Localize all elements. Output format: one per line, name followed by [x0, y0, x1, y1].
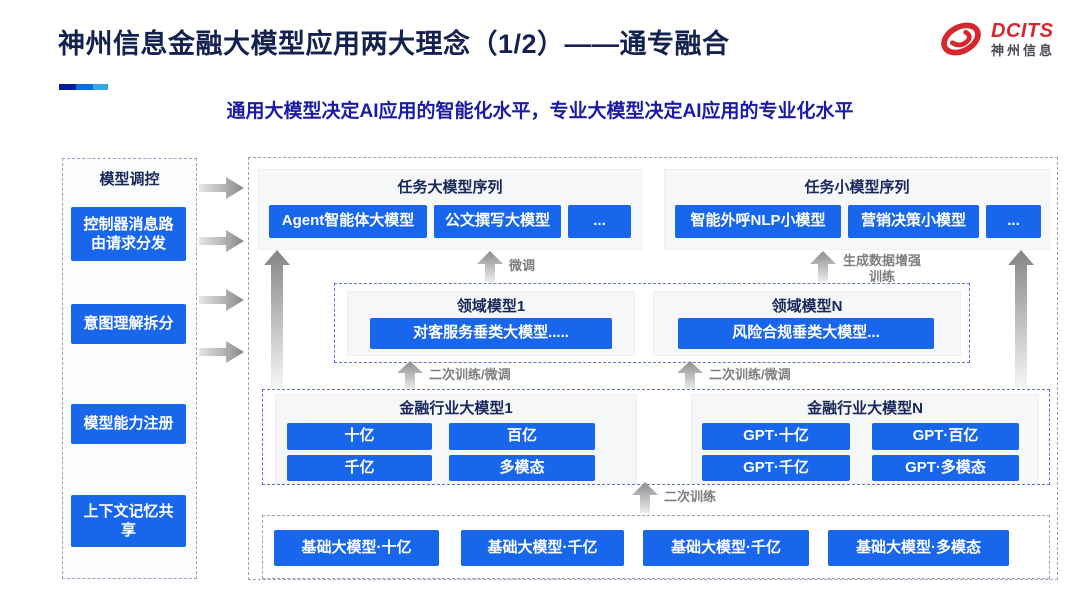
sidebar-item-register: 模型能力注册: [71, 404, 186, 444]
base-model-billion-box: 基础大模型·十亿: [274, 530, 439, 566]
agent-large-model-box: Agent智能体大模型: [269, 205, 427, 238]
title-accent-bar: [59, 84, 108, 90]
gen-data-arrow-up: [810, 251, 836, 282]
flow-arrow-right-2: [199, 230, 244, 252]
flow-arrow-right-1: [199, 177, 244, 199]
fine-tune-arrow-up: [477, 251, 503, 282]
slide-subtitle: 通用大模型决定AI应用的智能化水平，专业大模型决定AI应用的专业化水平: [226, 101, 854, 122]
sidebar-item-context: 上下文记忆共享: [71, 495, 186, 547]
task-large-model-panel: 任务大模型序列 Agent智能体大模型 公文撰写大模型 ...: [258, 169, 642, 250]
marketing-model-box: 营销决策小模型: [848, 205, 979, 238]
task-large-more-box: ...: [568, 205, 631, 238]
domain-model-1-title: 领域模型1: [456, 298, 526, 315]
model-control-panel: 模型调控 控制器消息路由请求分发 意图理解拆分 模型能力注册 上下文记忆共享: [62, 158, 197, 579]
sidebar-item-router: 控制器消息路由请求分发: [71, 207, 186, 261]
secondary-train-arrow: [632, 482, 658, 513]
task-small-model-panel: 任务小模型序列 智能外呼NLP小模型 营销决策小模型 ...: [664, 169, 1050, 250]
doc-writing-model-box: 公文撰写大模型: [434, 205, 561, 238]
logo-cn-text: 神州信息: [991, 42, 1056, 58]
flow-arrow-right-3: [199, 289, 244, 311]
base-models-frame: 基础大模型·十亿 基础大模型·千亿 基础大模型·千亿 基础大模型·多模态: [262, 515, 1050, 579]
flow-arrow-right-4: [199, 341, 244, 363]
gen-data-train-label: 生成数据增强训练: [842, 253, 921, 284]
industry-model-1-panel: 金融行业大模型1 十亿 百亿 千亿 多模态: [275, 394, 637, 484]
customer-service-model-box: 对客服务垂类大模型.....: [370, 318, 612, 349]
dcits-swirl-icon: [941, 22, 981, 56]
secondary-ft-label-right: 二次训练/微调: [709, 367, 791, 382]
secondary-train-label: 二次训练: [664, 489, 717, 504]
flow-arrow-up-long-left: [264, 250, 290, 388]
task-large-title: 任务大模型序列: [397, 179, 503, 196]
industryN-gpt-tens-billion-box: GPT·百亿: [872, 423, 1019, 450]
fine-tune-label: 微调: [509, 258, 536, 273]
industry-models-frame: 金融行业大模型1 十亿 百亿 千亿 多模态 金融行业大模型N GPT·十亿 GP…: [262, 389, 1050, 485]
industry-model-n-panel: 金融行业大模型N GPT·十亿 GPT·百亿 GPT·千亿 GPT·多模态: [691, 394, 1039, 484]
page-title: 神州信息金融大模型应用两大理念（1/2）——通专融合: [58, 29, 730, 59]
industry1-multimodal-box: 多模态: [449, 455, 595, 481]
flow-arrow-up-long-right: [1008, 250, 1034, 388]
industry-model-n-title: 金融行业大模型N: [807, 400, 923, 417]
industryN-gpt-multimodal-box: GPT·多模态: [872, 455, 1019, 481]
secondary-ft-label-left: 二次训练/微调: [429, 367, 511, 382]
industry-model-1-title: 金融行业大模型1: [399, 400, 513, 417]
diagram-frame: [248, 157, 1058, 580]
industry1-tens-billion-box: 百亿: [449, 423, 595, 450]
task-small-title: 任务小模型序列: [804, 179, 910, 196]
base-model-multimodal-box: 基础大模型·多模态: [828, 530, 1009, 566]
risk-compliance-model-box: 风险合规垂类大模型...: [678, 318, 934, 349]
industry1-billion-box: 十亿: [287, 423, 432, 450]
industryN-gpt-hundred-billion-box: GPT·千亿: [702, 455, 850, 481]
base-model-hundred-billion-box-2: 基础大模型·千亿: [643, 530, 809, 566]
nlp-callout-model-box: 智能外呼NLP小模型: [675, 205, 841, 238]
model-control-title: 模型调控: [99, 171, 160, 188]
sidebar-item-intent: 意图理解拆分: [71, 304, 186, 344]
task-small-more-box: ...: [986, 205, 1041, 238]
secondary-ft-arrow-left: [397, 361, 423, 390]
domain-models-frame: 领域模型1 对客服务垂类大模型..... 领域模型N 风险合规垂类大模型...: [334, 283, 970, 363]
industry1-hundred-billion-box: 千亿: [287, 455, 432, 481]
secondary-ft-arrow-right: [677, 361, 703, 390]
dcits-logo: DCITS 神州信息: [938, 18, 1055, 60]
domain-model-n-panel: 领域模型N 风险合规垂类大模型...: [653, 291, 961, 356]
logo-brand-text: DCITS: [991, 19, 1054, 42]
base-model-hundred-billion-box-1: 基础大模型·千亿: [461, 530, 624, 566]
domain-model-1-panel: 领域模型1 对客服务垂类大模型.....: [347, 291, 635, 356]
industryN-gpt-billion-box: GPT·十亿: [702, 423, 850, 450]
domain-model-n-title: 领域模型N: [771, 298, 843, 315]
